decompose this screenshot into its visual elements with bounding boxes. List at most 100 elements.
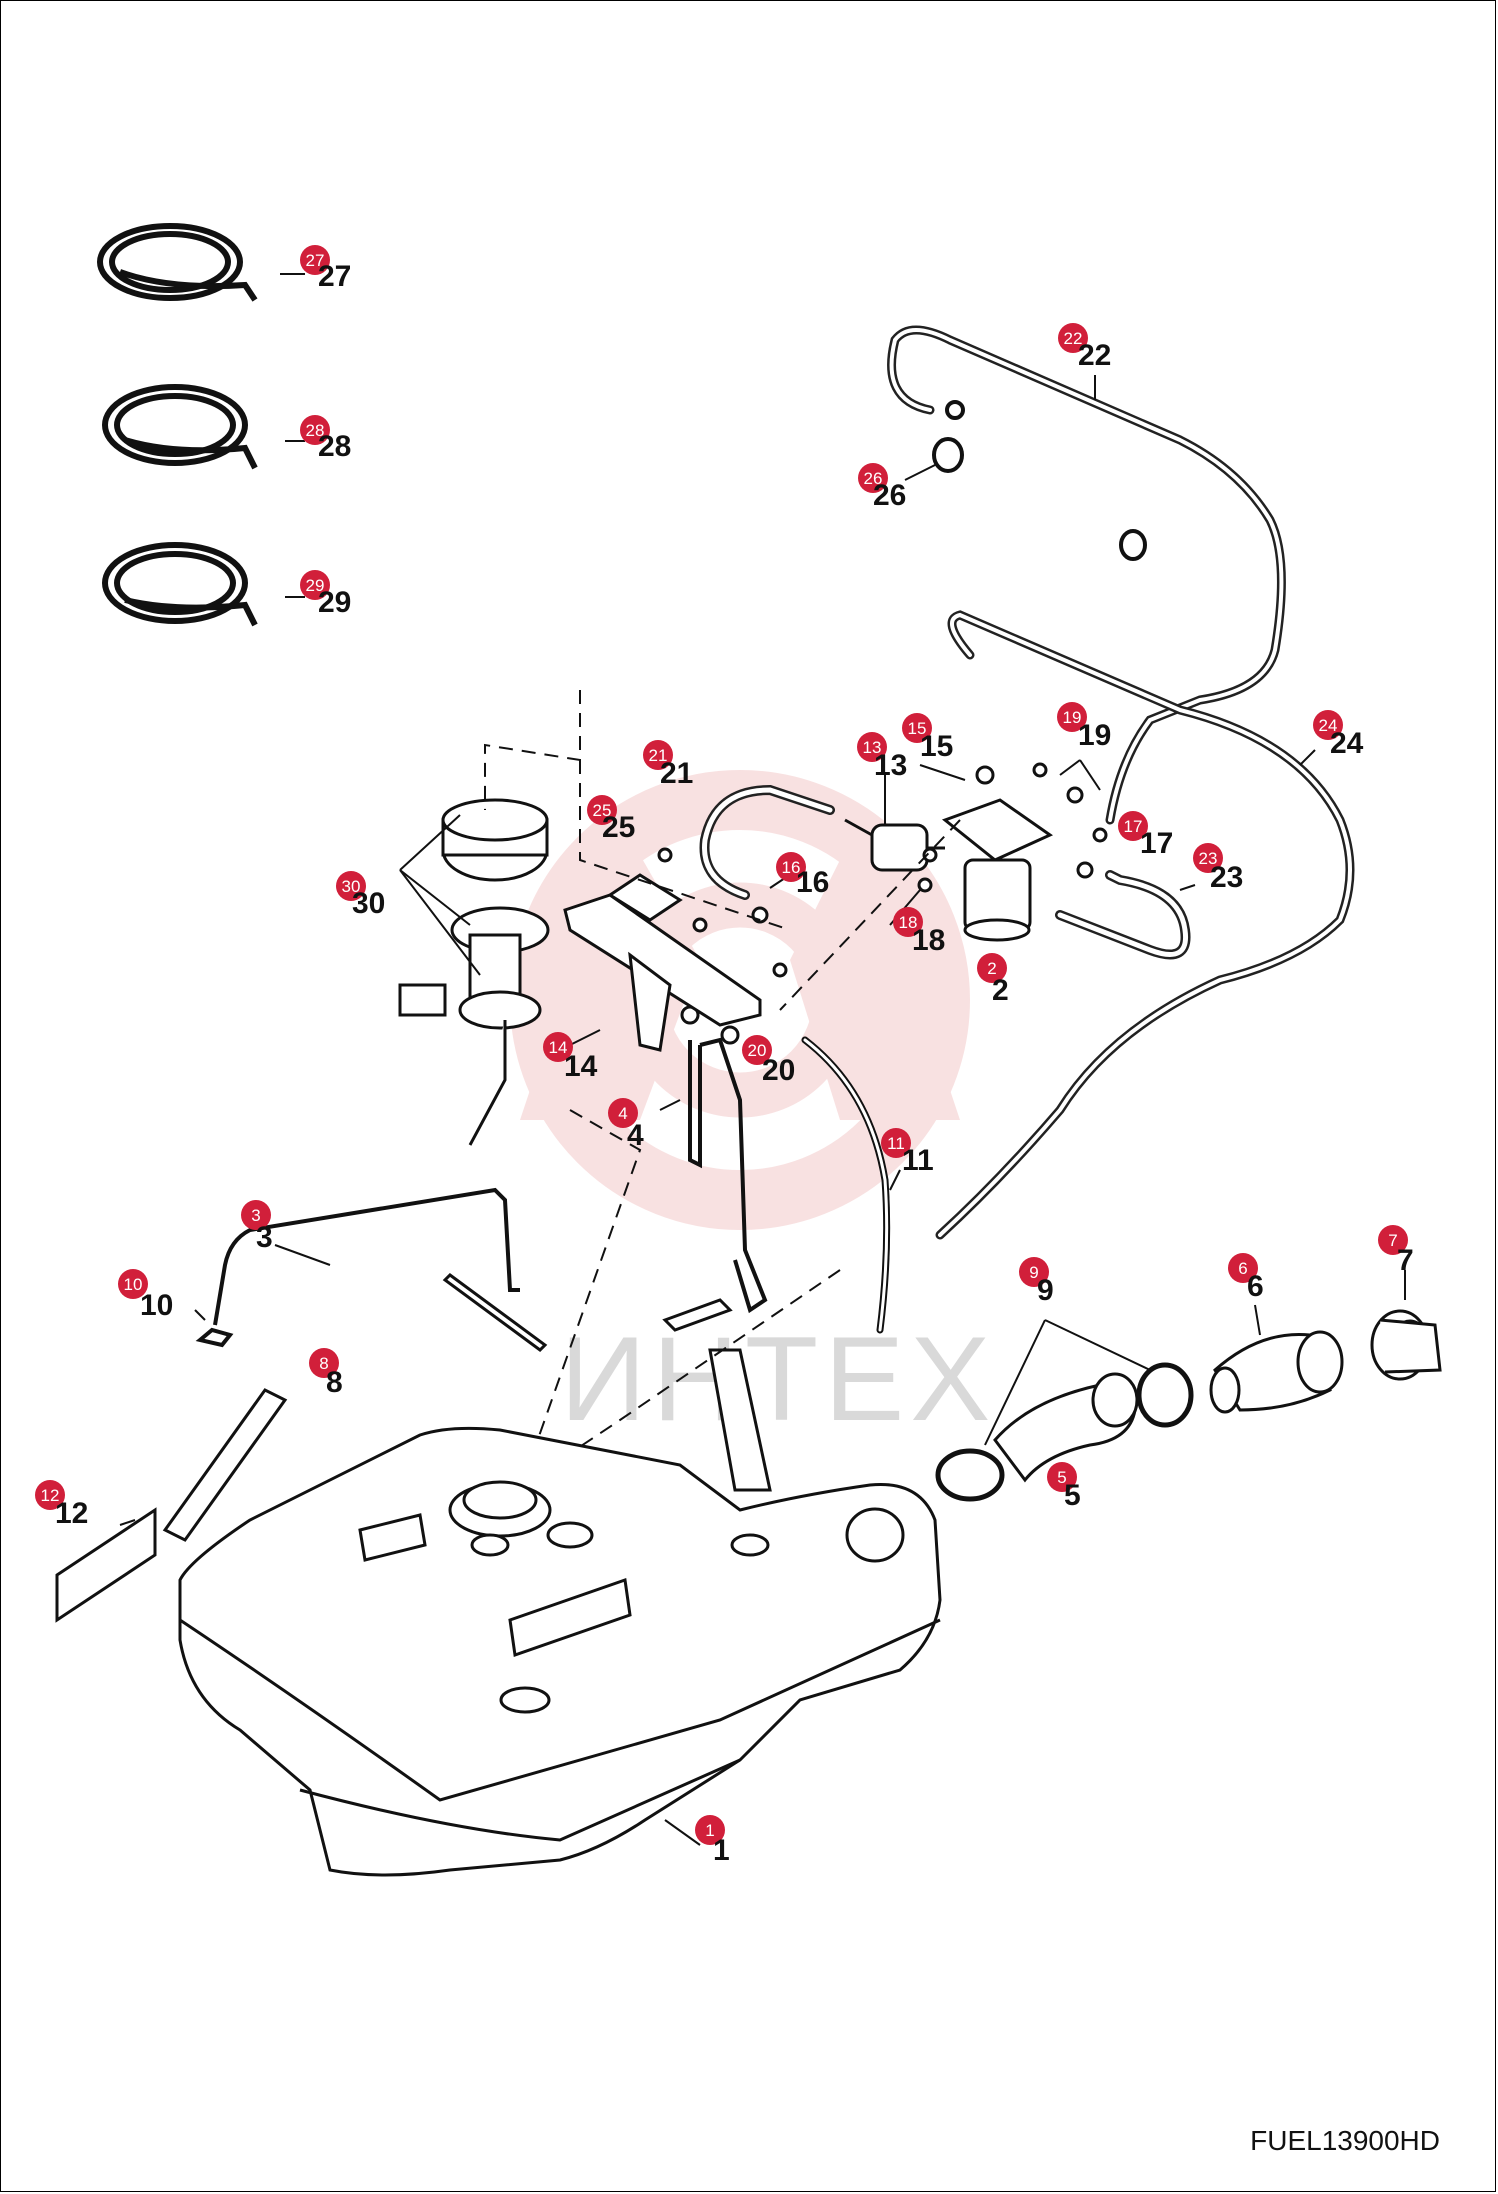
hose-coil-28 xyxy=(102,384,258,470)
callout-label: 3 xyxy=(256,1221,273,1254)
callout-label: 13 xyxy=(874,749,907,782)
callout-label: 23 xyxy=(1210,861,1243,894)
callout-3: 33 xyxy=(241,1200,273,1254)
strap-3 xyxy=(195,1187,520,1348)
callout-badge-number: 24 xyxy=(1319,716,1338,735)
callout-badge xyxy=(695,1815,725,1845)
callout-label: 8 xyxy=(326,1366,343,1399)
callout-badge-number: 12 xyxy=(41,1486,60,1505)
callout-label: 7 xyxy=(1397,1244,1414,1277)
callout-badge-number: 6 xyxy=(1238,1259,1247,1278)
callout-badge xyxy=(1047,1462,1077,1492)
callout-badge xyxy=(1193,843,1223,873)
callout-badge-number: 3 xyxy=(251,1206,260,1225)
bracket-14 xyxy=(563,873,762,1052)
callout-badge-number: 14 xyxy=(549,1038,568,1057)
callout-label: 1 xyxy=(713,1834,730,1867)
drawing-reference: FUEL13900HD xyxy=(1250,2125,1440,2156)
filler-neck-6 xyxy=(1209,1330,1344,1414)
callout-label: 12 xyxy=(55,1497,88,1530)
callout-badge-number: 8 xyxy=(319,1354,328,1373)
hose-coil-27 xyxy=(97,223,258,302)
callout-badge xyxy=(608,1098,638,1128)
callout-badge-number: 27 xyxy=(306,251,325,270)
assembly-lines xyxy=(484,690,961,1491)
callout-badge-number: 30 xyxy=(342,877,361,896)
fuel-sender-30 xyxy=(398,798,550,1146)
callout-badge xyxy=(309,1348,339,1378)
callout-badge-number: 19 xyxy=(1063,708,1082,727)
callout-label: 21 xyxy=(660,757,693,790)
hose-24-inner xyxy=(938,612,1352,1237)
callout-label: 20 xyxy=(762,1054,795,1087)
callout-badge xyxy=(300,415,330,445)
fasteners xyxy=(657,762,1108,1045)
callout-label: 26 xyxy=(873,479,906,512)
callout-label: 30 xyxy=(352,887,385,920)
callout-badge-number: 17 xyxy=(1124,817,1143,836)
callout-badge-number: 13 xyxy=(863,738,882,757)
hose-22-inner xyxy=(889,328,1284,822)
callout-4: 44 xyxy=(608,1098,644,1152)
leader-lines xyxy=(119,273,1406,1846)
fuel-filter-2 xyxy=(941,798,1054,942)
callout-badge xyxy=(35,1480,65,1510)
pad-8 xyxy=(162,1388,288,1542)
callout-badge xyxy=(1313,710,1343,740)
callout-badge xyxy=(300,570,330,600)
callout-badge-number: 21 xyxy=(649,746,668,765)
callout-badge-number: 23 xyxy=(1199,849,1218,868)
callout-badge xyxy=(1058,323,1088,353)
callout-6: 66 xyxy=(1228,1253,1264,1303)
callout-label: 16 xyxy=(796,866,829,899)
callout-badge-number: 18 xyxy=(899,913,918,932)
callout-label: 29 xyxy=(318,586,351,619)
callout-badge-number: 5 xyxy=(1057,1468,1066,1487)
pad-12 xyxy=(55,1507,157,1623)
strap-4 xyxy=(688,1037,768,1314)
callout-badge-number: 2 xyxy=(987,959,996,978)
clamp-26 xyxy=(932,400,1147,561)
callout-badge xyxy=(543,1032,573,1062)
callout-label: 14 xyxy=(564,1050,598,1083)
callout-badge xyxy=(742,1035,772,1065)
callout-8: 88 xyxy=(309,1348,343,1399)
callout-badge xyxy=(1057,702,1087,732)
callout-label: 9 xyxy=(1037,1274,1054,1307)
callout-badge-number: 11 xyxy=(887,1134,905,1153)
callout-badge xyxy=(977,953,1007,983)
callout-badge xyxy=(300,245,330,275)
callout-badge xyxy=(1228,1253,1258,1283)
callout-badge xyxy=(118,1269,148,1299)
fuel-tank-1 xyxy=(178,1426,942,1877)
callout-badge-number: 4 xyxy=(618,1104,627,1123)
callout-7: 77 xyxy=(1378,1225,1414,1277)
callout-badge-number: 7 xyxy=(1388,1231,1397,1250)
callout-badge xyxy=(881,1128,911,1158)
callout-label: 2 xyxy=(992,974,1009,1007)
callout-label: 15 xyxy=(920,730,953,763)
callout-label: 17 xyxy=(1140,827,1173,860)
callout-1: 11 xyxy=(695,1815,730,1867)
callout-badge-number: 16 xyxy=(782,858,801,877)
callout-label: 11 xyxy=(902,1144,934,1177)
